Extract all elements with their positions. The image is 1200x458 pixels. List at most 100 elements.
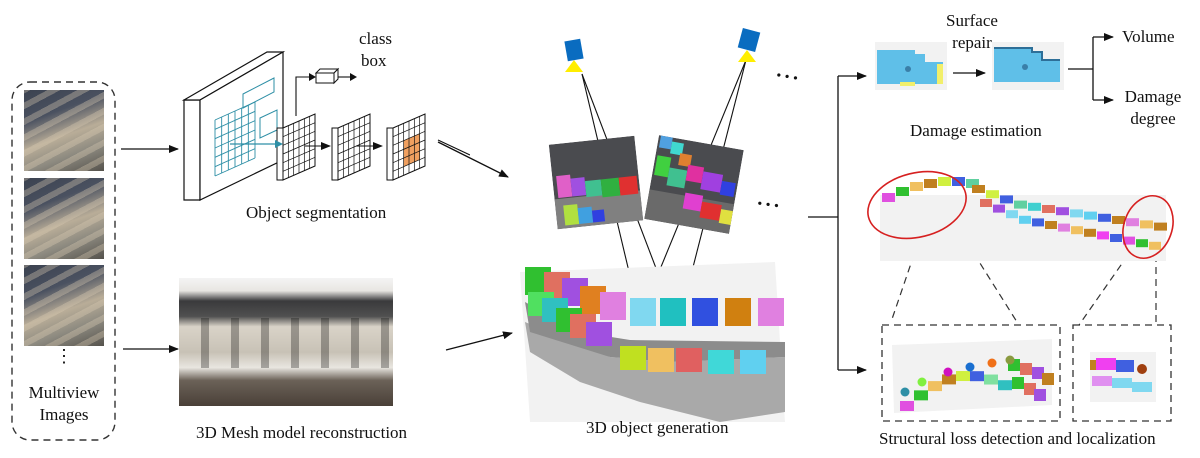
wall-block [1014, 200, 1027, 209]
segmented-block [630, 298, 656, 326]
wall-block [980, 199, 992, 207]
damage-degree-line1: Damage [1124, 87, 1182, 106]
wall-block [1149, 241, 1161, 250]
surface-repair-line2: repair [952, 33, 992, 52]
camera-1 [564, 38, 584, 72]
wall-block [1028, 202, 1041, 211]
object-generation-model[interactable] [520, 262, 785, 422]
box-label: box [361, 51, 387, 70]
camera-lens-icon [565, 60, 583, 72]
arrow-mesh-to-objects [445, 331, 513, 351]
wall-block [1012, 377, 1024, 389]
segmented-block [725, 298, 751, 326]
input-feature-slab [181, 50, 286, 201]
segmented-block [676, 348, 702, 372]
segmentation-network [181, 50, 470, 201]
loss-highlight-left [867, 170, 967, 240]
wall-block [1020, 363, 1032, 375]
mask-cell [414, 133, 420, 145]
multiview-image-3[interactable] [24, 265, 104, 346]
damaged-block[interactable] [875, 42, 947, 90]
wall-block [882, 193, 895, 202]
segmented-view-2[interactable] [644, 135, 744, 234]
wall-block [914, 390, 928, 401]
segmented-block [648, 348, 674, 372]
multiview-ellipsis: ⋮ [55, 346, 73, 366]
multiview-dashed-frame [11, 81, 116, 441]
mask-cell [403, 138, 409, 150]
ellipsis-views: • • • [756, 196, 780, 215]
mask-cell [414, 151, 420, 162]
mask-cell [403, 155, 409, 167]
feature-map-2 [331, 113, 371, 181]
segmented-block [692, 298, 718, 326]
wall-block [910, 182, 923, 191]
wall-block [924, 179, 937, 188]
wall-block [1123, 236, 1135, 245]
camera-body-icon [564, 38, 584, 62]
multiview-image-2[interactable] [24, 178, 104, 259]
wall-block [986, 190, 999, 199]
roi-grid [214, 101, 256, 177]
structural-overview[interactable] [862, 165, 1182, 265]
mesh-title: 3D Mesh model reconstruction [196, 423, 408, 442]
wall-block [1032, 218, 1044, 227]
segmentation-title: Object segmentation [246, 203, 387, 222]
map-edge [276, 127, 284, 181]
wall-block [1084, 228, 1096, 237]
wall-block [1097, 231, 1109, 240]
map-edge [331, 127, 339, 181]
seg-out-line [437, 139, 470, 156]
wall-block [1126, 218, 1139, 227]
camera-2 [737, 28, 761, 62]
multiview-label-line2: Images [39, 405, 89, 424]
wall-block [1006, 210, 1018, 219]
wall-block [942, 374, 956, 385]
segmented-block [586, 322, 612, 346]
segmented-view-1[interactable] [548, 135, 644, 230]
wall-block [993, 204, 1005, 213]
feature-map-3-mask [386, 113, 426, 181]
camera-body-icon [737, 28, 761, 52]
map-edge [386, 127, 394, 181]
wall-block [1098, 213, 1111, 222]
wall-block [970, 371, 984, 382]
mask-cell [409, 153, 415, 165]
mask-cell [409, 144, 415, 156]
wall-block [1071, 226, 1083, 235]
wall-block [1024, 383, 1036, 395]
damage-degree-line2: degree [1130, 109, 1176, 128]
repaired-block[interactable] [992, 42, 1064, 90]
mesh-model-image[interactable] [179, 278, 393, 406]
wall-block [1136, 239, 1148, 248]
wall-block [1070, 209, 1083, 218]
mask-cell [403, 147, 409, 158]
structural-detail-left[interactable] [890, 335, 1054, 415]
mask-cell [409, 136, 415, 147]
wall-block [1058, 223, 1070, 232]
surface-repair-line1: Surface [946, 11, 998, 30]
wall-block [972, 185, 985, 193]
wall-block [1000, 195, 1013, 204]
wall-block [984, 374, 998, 385]
segmented-block [600, 292, 626, 320]
wall-block [1154, 222, 1167, 231]
damage-estimation-title: Damage estimation [910, 121, 1042, 140]
structural-title: Structural loss detection and localizati… [879, 429, 1156, 448]
feature-map-1 [276, 113, 316, 181]
structural-detail-right[interactable] [1090, 352, 1156, 402]
segmented-block [740, 350, 766, 374]
object-generation-title: 3D object generation [586, 418, 729, 437]
wall-block [1045, 221, 1057, 229]
multiview-image-1[interactable] [24, 90, 104, 171]
wall-block [1056, 207, 1069, 216]
wall-block [938, 177, 951, 186]
segmented-block [660, 298, 686, 326]
camera-lens-icon [738, 50, 756, 62]
wall-block [928, 381, 942, 392]
wall-block [1110, 234, 1122, 242]
mask-cell [414, 142, 420, 154]
fc-head-cube [314, 67, 340, 85]
multiview-label-line1: Multiview [28, 383, 100, 402]
segmented-block [620, 346, 646, 370]
